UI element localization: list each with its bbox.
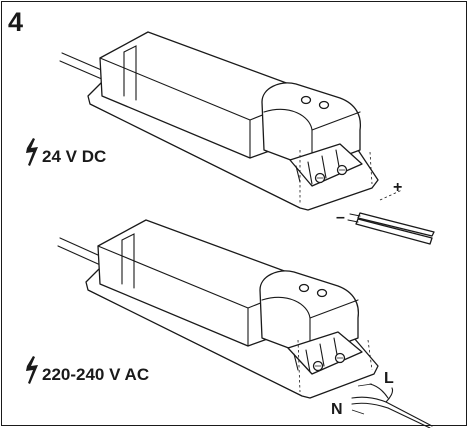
live-wire-label: L [384,370,394,387]
dc-output-wires [347,212,435,245]
ac-screw-hole-right [316,288,328,298]
dc-screw-hole-left [300,95,312,105]
ac-voltage-label: 220-240 V AC [42,365,150,384]
lightning-bolt-icon [26,356,38,384]
lightning-bolt-icon [26,138,38,166]
dc-screw-hole-right [318,100,330,110]
dc-driver-unit [59,31,403,211]
dc-terminal-block [289,143,363,187]
ac-screw-hole-left [298,283,310,293]
minus-terminal-label: – [336,209,345,226]
dc-voltage-label: 24 V DC [42,147,107,166]
ac-mains-cable [351,383,433,428]
step-number: 4 [8,7,24,37]
neutral-wire-label: N [331,401,343,418]
ac-terminal-block [287,331,363,375]
plus-terminal-label: + [393,179,403,196]
ac-driver-unit [57,219,379,399]
